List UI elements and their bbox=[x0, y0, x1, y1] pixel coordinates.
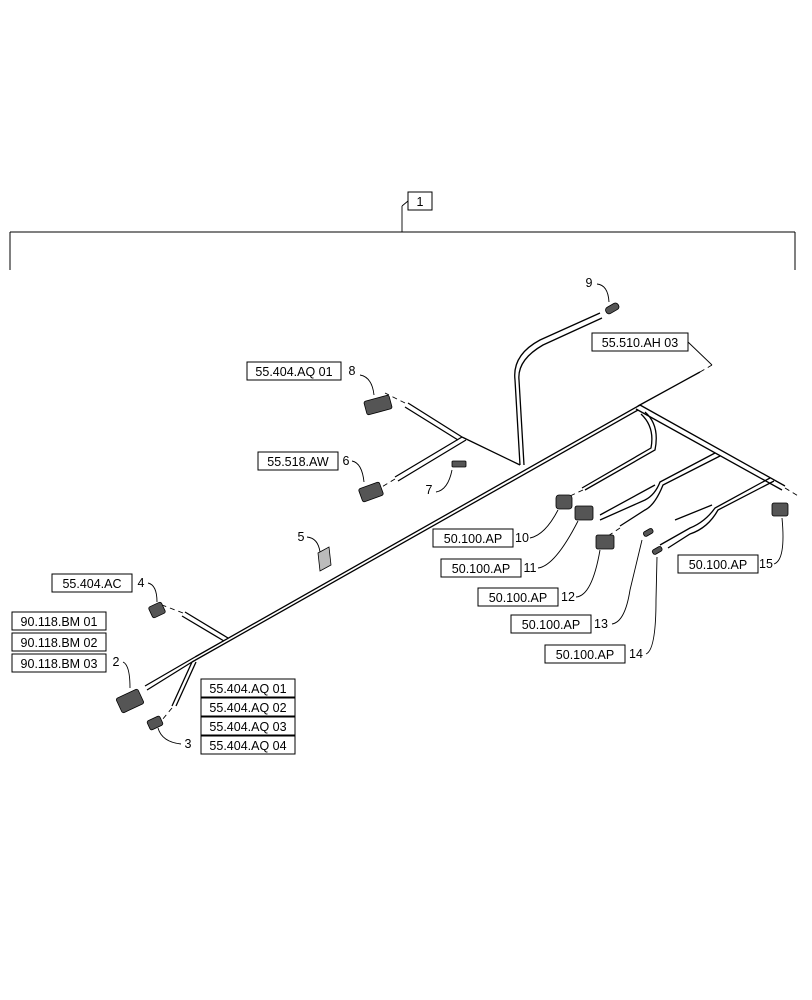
ref-label: 50.100.AP bbox=[452, 562, 510, 576]
part-number: 12 bbox=[561, 590, 575, 604]
ref-label: 90.118.BM 01 bbox=[21, 615, 98, 629]
part-number: 2 bbox=[113, 655, 120, 669]
callout-part-14[interactable]: 50.100.AP 14 bbox=[544, 556, 658, 664]
ref-label: 55.404.AQ 01 bbox=[209, 682, 286, 696]
harness-trunk bbox=[191, 364, 713, 663]
ref-label: 50.100.AP bbox=[489, 591, 547, 605]
terminal-part-13[interactable] bbox=[643, 528, 654, 537]
branch-part-9 bbox=[514, 312, 603, 466]
connector-part-3[interactable] bbox=[146, 715, 164, 731]
callout-part-5[interactable]: 5 bbox=[298, 530, 321, 553]
part-number: 9 bbox=[586, 276, 593, 290]
ref-label: 90.118.BM 02 bbox=[21, 636, 98, 650]
callout-part-10[interactable]: 50.100.AP 10 bbox=[432, 509, 559, 548]
callout-part-11[interactable]: 50.100.AP 11 bbox=[440, 520, 579, 578]
label-part-5[interactable] bbox=[317, 546, 332, 572]
branch-part-4 bbox=[161, 604, 229, 642]
terminal-part-9[interactable] bbox=[604, 302, 620, 315]
connector-part-10[interactable] bbox=[555, 494, 573, 510]
connector-part-4[interactable] bbox=[148, 601, 166, 619]
branch-part-3 bbox=[161, 661, 197, 721]
connector-part-2[interactable] bbox=[116, 688, 145, 714]
callout-part-9[interactable]: 9 bbox=[586, 276, 610, 303]
assembly-bracket bbox=[9, 231, 796, 270]
ref-label: 55.404.AQ 03 bbox=[209, 720, 286, 734]
ref-label: 55.404.AQ 04 bbox=[209, 739, 286, 753]
part-number: 6 bbox=[343, 454, 350, 468]
part-number: 3 bbox=[185, 737, 192, 751]
part-number: 4 bbox=[138, 576, 145, 590]
callout-part-4[interactable]: 55.404.AC 4 bbox=[51, 573, 158, 603]
callout-part-8[interactable]: 55.404.AQ 01 8 bbox=[246, 361, 375, 396]
part-number: 10 bbox=[515, 531, 529, 545]
part-number: 13 bbox=[594, 617, 608, 631]
connector-part-11[interactable] bbox=[574, 505, 594, 521]
assembly-callout-number: 1 bbox=[417, 195, 424, 209]
ref-label: 55.518.AW bbox=[267, 455, 329, 469]
callout-ref-9[interactable]: 55.510.AH 03 bbox=[591, 332, 713, 366]
connector-part-8[interactable] bbox=[363, 394, 393, 416]
ref-label: 55.404.AQ 01 bbox=[255, 365, 332, 379]
right-branches bbox=[569, 404, 801, 553]
part-number: 15 bbox=[759, 557, 773, 571]
part-number: 7 bbox=[426, 483, 433, 497]
clip-part-7[interactable] bbox=[451, 460, 467, 468]
branch-part-6 bbox=[379, 436, 467, 489]
ref-label: 90.118.BM 03 bbox=[21, 657, 98, 671]
part-number: 14 bbox=[629, 647, 643, 661]
ref-label: 55.404.AQ 02 bbox=[209, 701, 286, 715]
part-number: 5 bbox=[298, 530, 305, 544]
callout-part-13[interactable]: 50.100.AP 13 bbox=[510, 539, 643, 634]
connector-part-15[interactable] bbox=[771, 502, 789, 517]
part-number: 8 bbox=[349, 364, 356, 378]
callout-part-7[interactable]: 7 bbox=[426, 469, 453, 497]
ref-label: 50.100.AP bbox=[689, 558, 747, 572]
connector-part-6[interactable] bbox=[358, 481, 384, 503]
assembly-callout[interactable]: 1 bbox=[401, 191, 433, 232]
branch-part-8 bbox=[384, 392, 521, 466]
part-number: 11 bbox=[524, 561, 537, 575]
ref-label: 50.100.AP bbox=[522, 618, 580, 632]
callout-part-3[interactable]: 55.404.AQ 01 55.404.AQ 02 55.404.AQ 03 5… bbox=[157, 678, 296, 755]
connector-part-12[interactable] bbox=[595, 534, 615, 550]
branch-part-2 bbox=[144, 656, 196, 691]
ref-label: 50.100.AP bbox=[556, 648, 614, 662]
callout-part-2[interactable]: 90.118.BM 01 90.118.BM 02 90.118.BM 03 2 bbox=[11, 611, 131, 689]
ref-label: 55.510.AH 03 bbox=[602, 336, 678, 350]
ref-label: 50.100.AP bbox=[444, 532, 502, 546]
callout-part-6[interactable]: 55.518.AW 6 bbox=[257, 451, 365, 483]
ref-label: 55.404.AC bbox=[62, 577, 121, 591]
callout-part-15[interactable]: 50.100.AP 15 bbox=[677, 517, 784, 574]
terminal-part-14[interactable] bbox=[652, 546, 663, 555]
callout-part-12[interactable]: 50.100.AP 12 bbox=[477, 549, 601, 607]
